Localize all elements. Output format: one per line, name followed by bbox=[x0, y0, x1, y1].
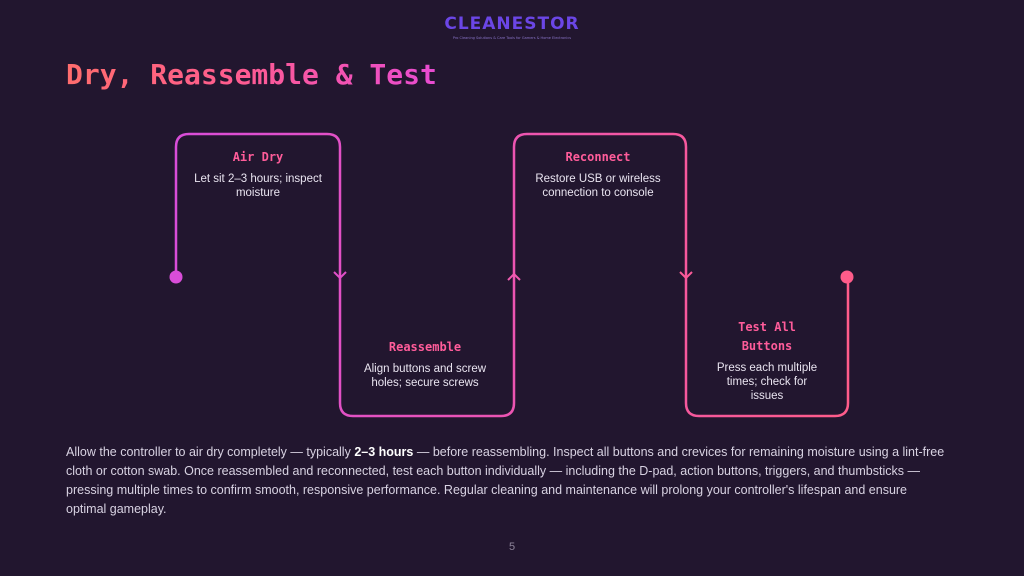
step-title: Reconnect bbox=[565, 150, 631, 164]
flow-end-dot bbox=[840, 270, 854, 284]
chevron-up-icon bbox=[507, 272, 521, 281]
chevron-down-icon bbox=[333, 271, 347, 280]
step-reconnect: Reconnect Restore USB or wireless connec… bbox=[523, 148, 673, 200]
paragraph-text: Allow the controller to air dry complete… bbox=[66, 445, 355, 459]
step-description: Align buttons and screw holes; secure sc… bbox=[363, 363, 487, 389]
chevron-down-icon bbox=[679, 271, 693, 280]
slide-title: Dry, Reassemble & Test bbox=[66, 58, 437, 91]
step-title: Test All Buttons bbox=[738, 320, 796, 353]
step-description: Restore USB or wireless connection to co… bbox=[535, 173, 661, 199]
paragraph-text: — before reassembling. Inspect all butto… bbox=[66, 445, 945, 516]
step-title: Air Dry bbox=[232, 150, 284, 164]
page-number: 5 bbox=[508, 541, 516, 553]
paragraph-emphasis: 2–3 hours bbox=[354, 445, 414, 459]
flow-start-dot bbox=[169, 270, 183, 284]
step-air-dry: Air Dry Let sit 2–3 hours; inspect moist… bbox=[183, 148, 333, 200]
summary-paragraph: Allow the controller to air dry complete… bbox=[66, 443, 946, 519]
step-description: Press each multiple times; check for iss… bbox=[716, 362, 818, 402]
brand-tagline: Pro Cleaning Solutions & Care Tools for … bbox=[452, 36, 572, 40]
brand-name: CLEANESTOR bbox=[444, 14, 580, 34]
brand-logo: CLEANESTOR Pro Cleaning Solutions & Care… bbox=[0, 14, 1024, 40]
step-test-all-buttons: Test All Buttons Press each multiple tim… bbox=[692, 318, 842, 403]
step-reassemble: Reassemble Align buttons and screw holes… bbox=[350, 338, 500, 390]
step-title: Reassemble bbox=[388, 340, 462, 354]
step-description: Let sit 2–3 hours; inspect moisture bbox=[194, 173, 322, 199]
